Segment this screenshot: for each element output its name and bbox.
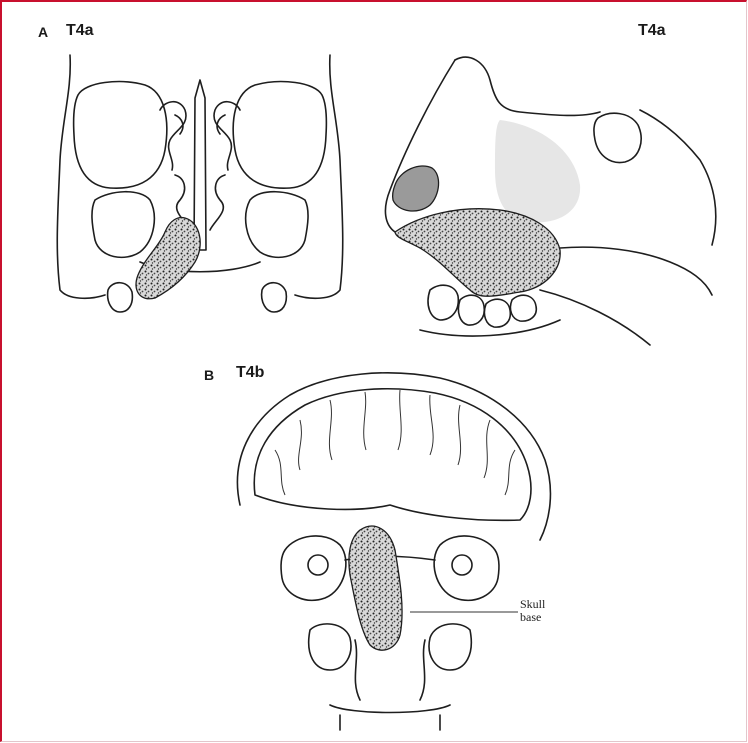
sagittal-nasal-tumor (393, 166, 439, 211)
panel-a-sagittal-stage: T4a (638, 22, 666, 40)
skull-base-callout: Skull base (520, 598, 545, 624)
skull-base-tumor (349, 526, 402, 650)
skull-base-callout-line2: base (520, 611, 545, 624)
panel-a-coronal-stage: T4a (66, 22, 94, 40)
nasal-bridge (455, 57, 600, 115)
sphenoid-sinus (594, 113, 641, 162)
coronal-sinus-view (57, 55, 342, 312)
sagittal-tooth-1 (428, 285, 458, 320)
sagittal-tumor (395, 209, 560, 297)
sinus-shade (495, 120, 580, 222)
right-maxillary-sinus (246, 192, 308, 258)
nasal-walls (355, 640, 425, 700)
b-left-globe (308, 555, 328, 575)
left-maxillary-sinus (92, 192, 154, 258)
sagittal-sinus-view (385, 57, 715, 345)
b-left-maxillary (309, 624, 351, 670)
panel-b-letter: B (204, 367, 214, 383)
left-tooth (108, 283, 133, 312)
right-tooth (262, 283, 287, 312)
b-right-maxillary (429, 624, 471, 670)
soft-palate (560, 247, 712, 295)
skull-base-contour (640, 110, 716, 245)
nasal-septum (194, 80, 206, 250)
coronal-skull-view (237, 373, 550, 730)
panel-a-letter: A (38, 24, 48, 40)
palate-lower (330, 705, 450, 730)
right-orbit (233, 82, 326, 189)
brain (254, 389, 531, 521)
tongue-contour (540, 290, 650, 345)
left-orbit (74, 82, 167, 189)
panel-b-stage: T4b (236, 364, 264, 382)
b-right-globe (452, 555, 472, 575)
